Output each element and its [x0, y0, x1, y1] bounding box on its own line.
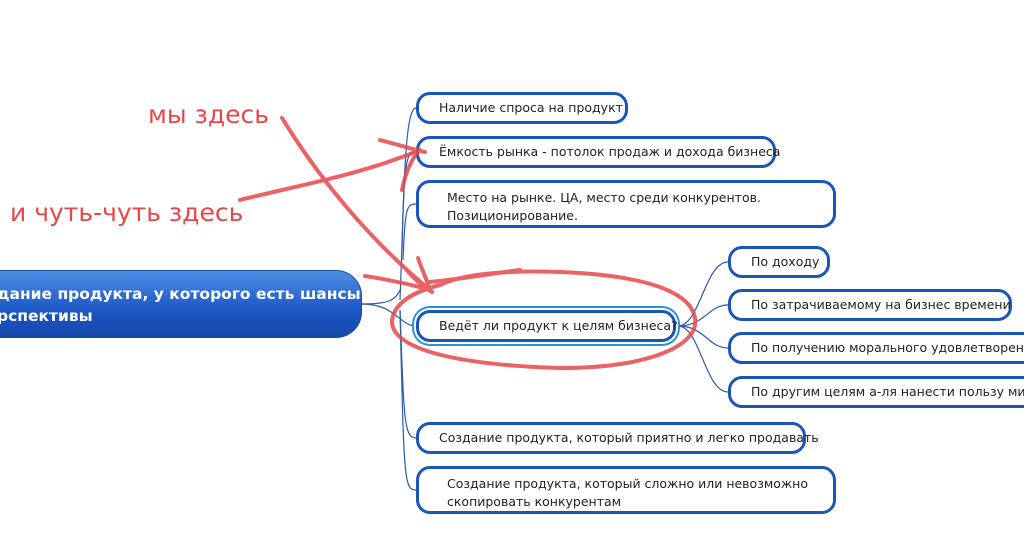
node-label: скопировать конкурентам [447, 494, 622, 509]
node-easy-to-sell[interactable]: Создание продукта, который приятно и лег… [416, 422, 819, 454]
node-label: Наличие спроса на продукт [439, 100, 623, 115]
node-market-capacity[interactable]: Ёмкость рынка - потолок продаж и дохода … [416, 136, 780, 168]
annotation-here: мы здесь [148, 100, 269, 129]
root-text-1: дание продукта, у которого есть шансы [0, 285, 361, 303]
node-label: Ёмкость рынка - потолок продаж и дохода … [439, 144, 781, 159]
child-moral[interactable]: По получению морального удовлетворения о [728, 332, 1024, 364]
node-market-place[interactable]: Место на рынке. ЦА, место среди конкурен… [416, 180, 836, 228]
annotation-little-here: и чуть-чуть здесь [10, 198, 244, 227]
node-label: По доходу [751, 254, 820, 269]
node-label: Позиционирование. [447, 208, 578, 223]
node-label: Ведёт ли продукт к целям бизнеса? [439, 318, 678, 333]
node-label: По другим целям а-ля нанести пользу миру [751, 384, 1024, 399]
root-text-2: рспективы [0, 307, 93, 325]
node-demand[interactable]: Наличие спроса на продукт [416, 92, 628, 124]
child-other[interactable]: По другим целям а-ля нанести пользу миру [728, 376, 1024, 408]
node-label: Создание продукта, который сложно или не… [447, 476, 809, 491]
node-label: Место на рынке. ЦА, место среди конкурен… [447, 190, 761, 205]
node-business-goals[interactable]: Ведёт ли продукт к целям бизнеса? [416, 310, 678, 342]
node-label: По затрачиваемому на бизнес времени [751, 297, 1011, 312]
child-income[interactable]: По доходу [728, 246, 830, 278]
child-time[interactable]: По затрачиваемому на бизнес времени [728, 289, 1012, 321]
node-label: По получению морального удовлетворения о [751, 340, 1024, 355]
node-hard-to-copy[interactable]: Создание продукта, который сложно или не… [416, 466, 836, 514]
node-label: Создание продукта, который приятно и лег… [439, 430, 819, 445]
root-node[interactable]: дание продукта, у которого есть шансы рсп… [0, 270, 362, 338]
